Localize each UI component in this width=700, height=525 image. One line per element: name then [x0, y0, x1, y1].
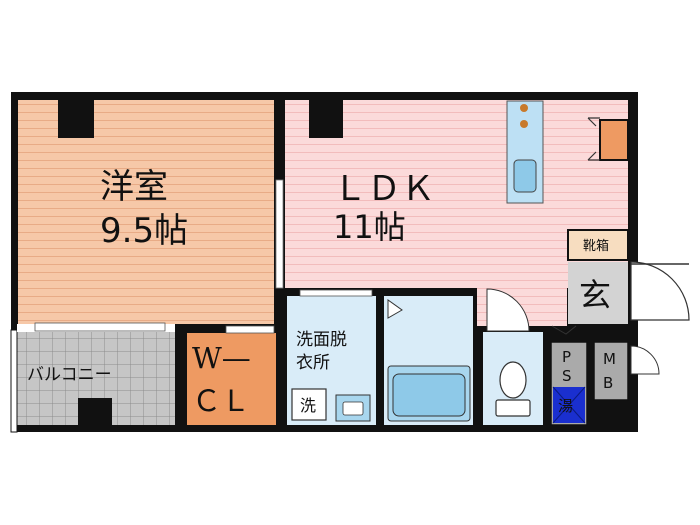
wcl-line1: W— [192, 341, 251, 375]
ps-line2: S [562, 367, 572, 385]
balcony-window [34, 322, 166, 332]
toilet-tank-icon [495, 399, 531, 417]
entrance-floor [568, 262, 628, 324]
mb-line1: M [603, 350, 616, 368]
window-icon [587, 117, 600, 161]
toilet-door-swing [486, 288, 530, 332]
ldk-name: ＬＤＫ [333, 169, 435, 209]
shoe-box-label: 靴箱 [583, 238, 609, 254]
bath-door-icon [387, 299, 403, 319]
washer-label: 洗 [300, 396, 316, 415]
toilet-bowl-icon [499, 361, 527, 399]
western-room-pillar [58, 100, 94, 138]
stove-burner-icon [520, 104, 528, 112]
kitchen-sink [513, 159, 537, 193]
entrance-small-door [551, 325, 577, 335]
water-heater-label: 湯 [558, 397, 573, 415]
western-room-size: 9.5帖 [100, 211, 188, 251]
balcony-pillar [78, 398, 112, 432]
entrance-label: 玄 [579, 276, 611, 314]
balcony-name: バルコニー [27, 365, 112, 385]
washing-machine [291, 388, 327, 421]
shoe-box [567, 229, 629, 261]
ps-line1: P [562, 348, 571, 366]
mb-line2: B [603, 374, 613, 392]
wash-basin-bowl [342, 401, 364, 416]
mb-door-swing [630, 345, 660, 375]
wcl-floor [187, 333, 276, 425]
ldk-size: 11帖 [333, 208, 406, 246]
washroom-door [299, 289, 373, 297]
kitchen-counter [506, 100, 544, 204]
window-frame [599, 119, 629, 161]
stove-burner-icon [520, 120, 528, 128]
mb-area [593, 341, 629, 401]
water-heater-cross [552, 386, 586, 424]
washroom-line1: 洗面脱 [296, 330, 347, 350]
ldk-pillar [309, 100, 343, 138]
wcl-door [225, 325, 275, 334]
western-room-name: 洋室 [100, 167, 168, 207]
entrance-door-swing [630, 261, 690, 321]
wcl-line2: ＣＬ [192, 384, 250, 418]
sliding-door [275, 179, 284, 289]
washroom-line2: 衣所 [296, 353, 330, 373]
balcony-rail [10, 329, 18, 433]
bathtub-basin [392, 373, 466, 417]
